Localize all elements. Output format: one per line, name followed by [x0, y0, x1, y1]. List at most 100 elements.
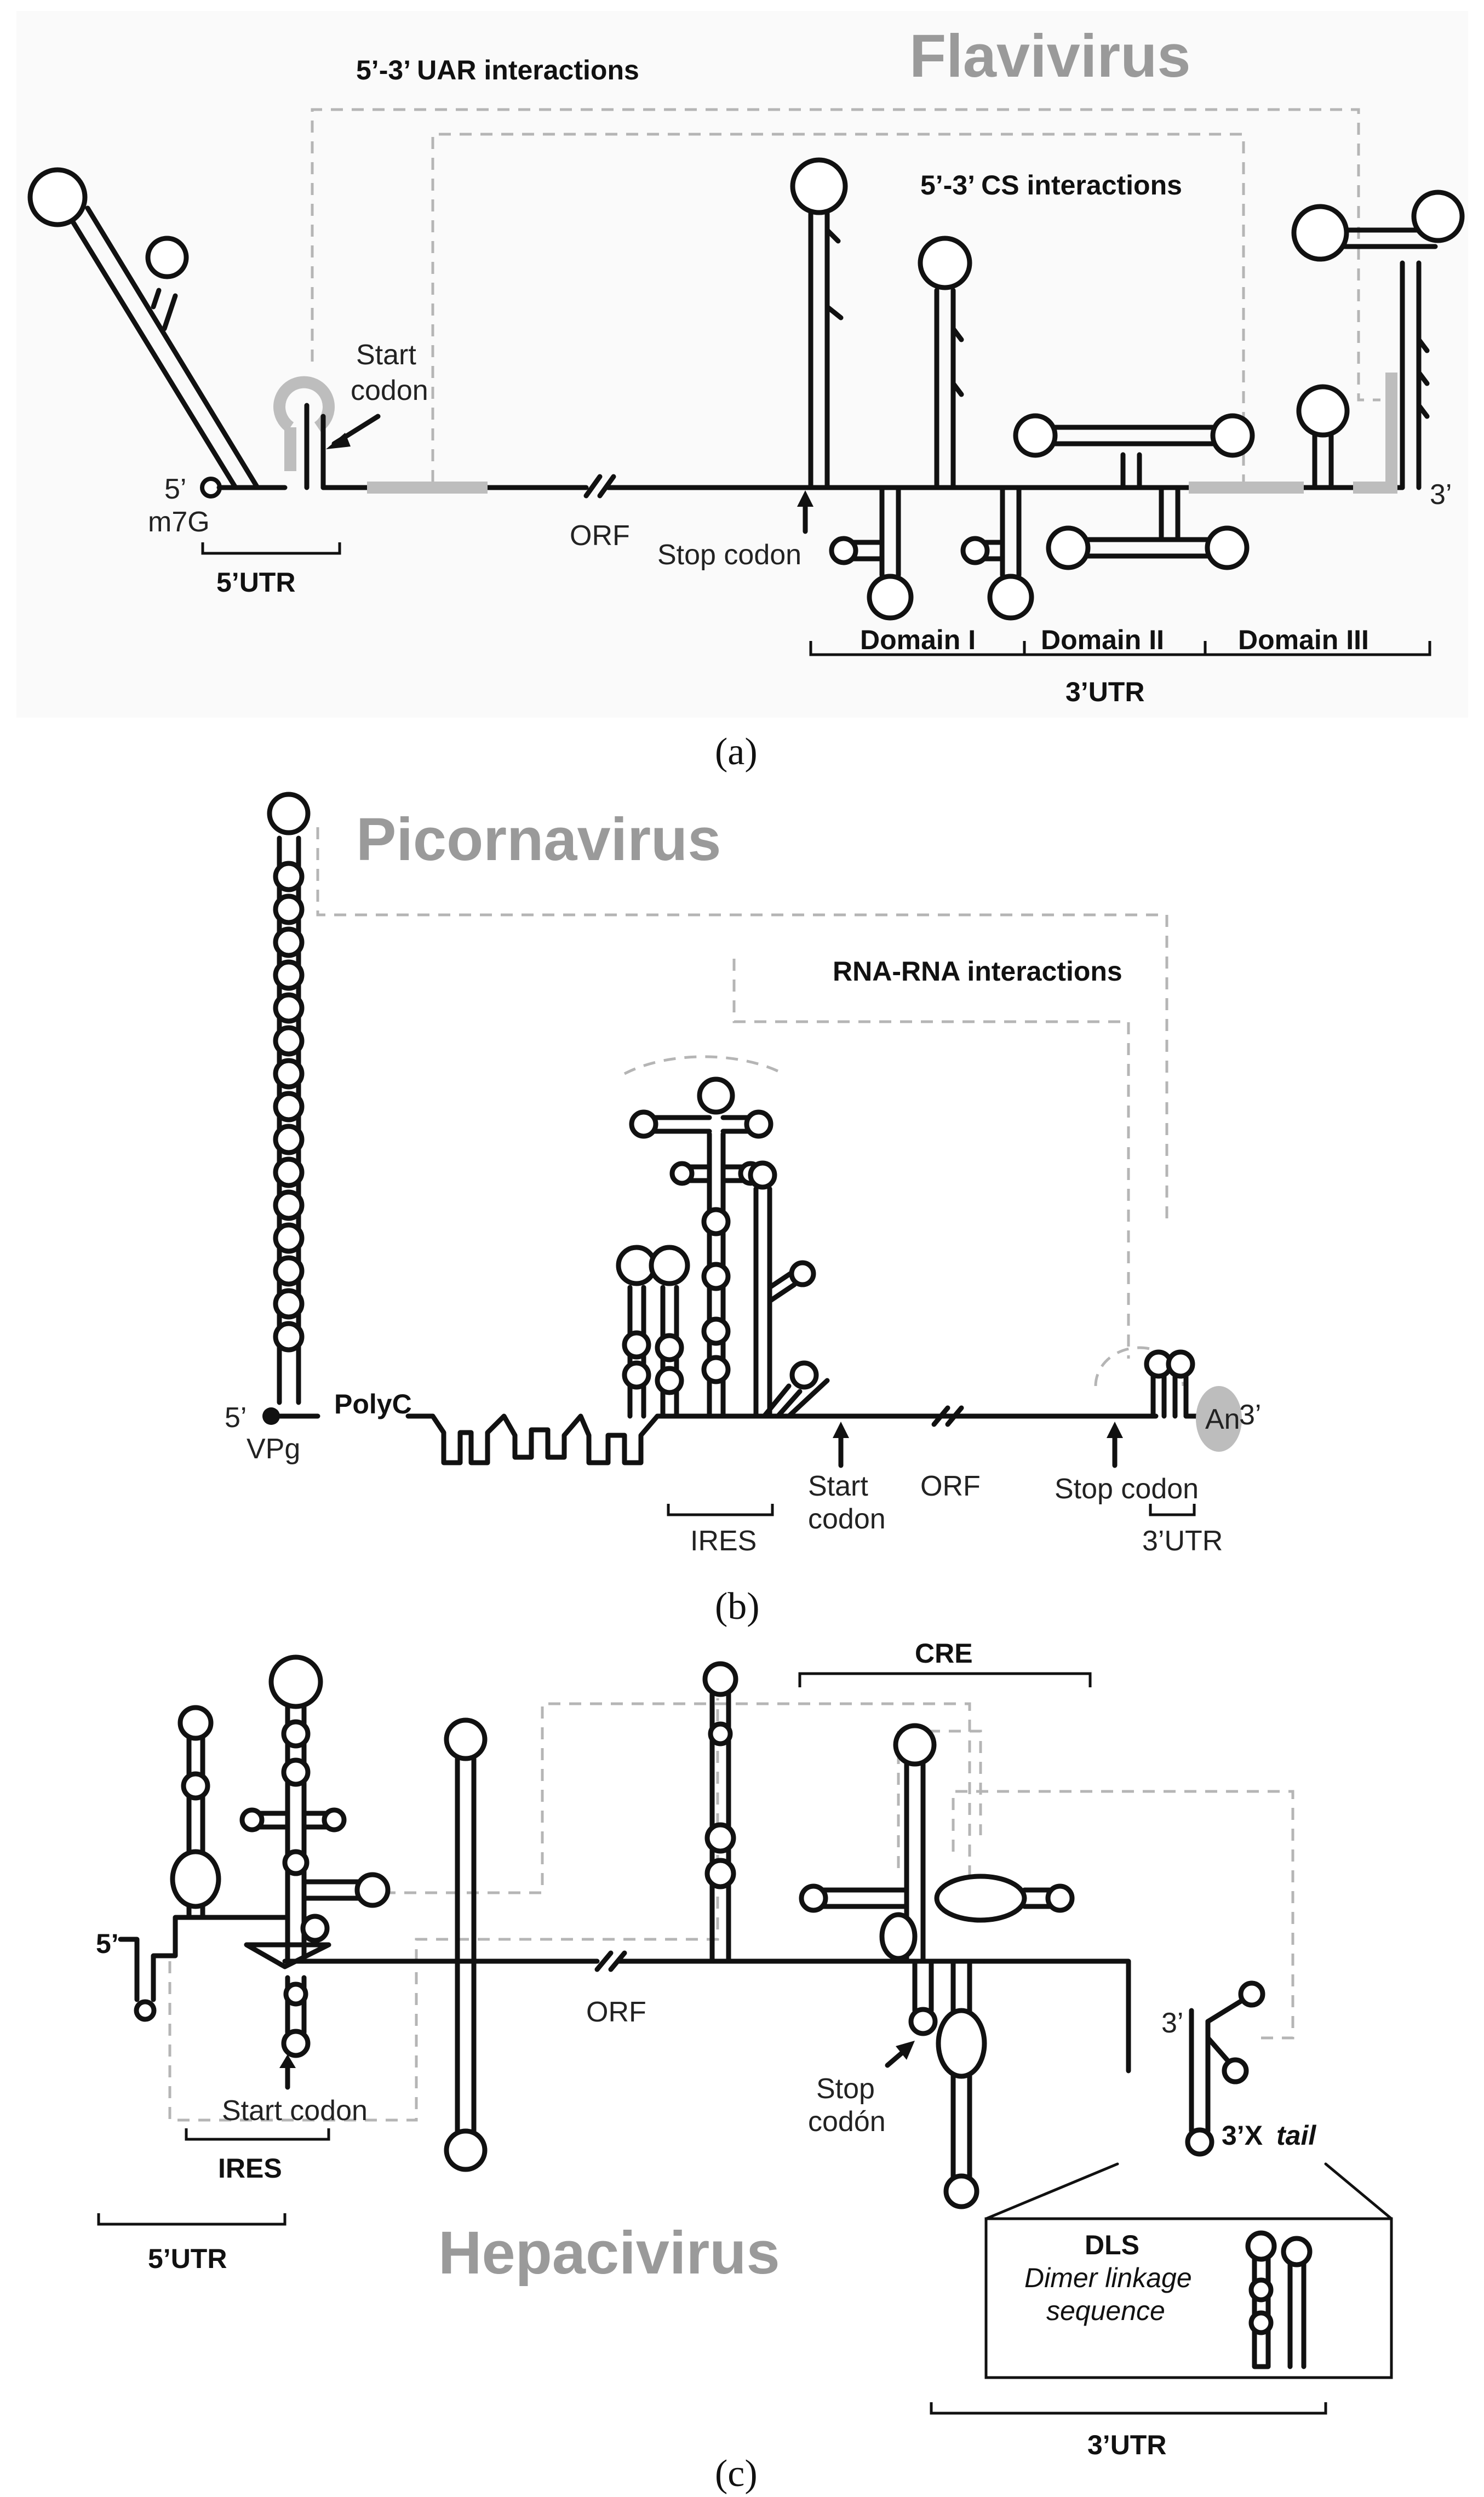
panel-a-label: (a)	[715, 731, 758, 773]
ires-small-loop	[789, 1360, 819, 1390]
domain2-dumbbell-down-bar	[1071, 537, 1224, 559]
panel-a-background	[16, 11, 1468, 718]
polyc-bulge	[273, 926, 305, 958]
x-tail-branch-loop-2	[1222, 2057, 1249, 2084]
long-range-interaction-line	[316, 827, 1168, 1222]
polyc-bulge	[273, 1025, 305, 1057]
dls-label: DLS	[1085, 2230, 1139, 2260]
vpg-label: VPg	[247, 1433, 300, 1465]
five-prime-label-b: 5’	[225, 1402, 247, 1434]
utr3-loop-2	[1166, 1349, 1195, 1379]
domain1-bulges	[824, 227, 844, 320]
interaction-line-4	[897, 1729, 982, 1868]
ires-bracket	[667, 1504, 774, 1516]
cre-right-loop	[1045, 1883, 1075, 1913]
domain3-top-right-loop	[1411, 190, 1465, 243]
ires-bulge-2a	[655, 1333, 684, 1362]
panel-c-label: (c)	[715, 2453, 758, 2495]
ires-bulge-b3	[282, 1849, 310, 1876]
polya-label: An	[1205, 1404, 1240, 1435]
uar-interactions-label: 5’-3’ UAR interactions	[356, 55, 639, 85]
ires-cross-bar-2	[685, 1164, 748, 1183]
cre-lower-bulge	[879, 1912, 918, 1961]
polyc-bulge	[273, 1124, 305, 1155]
three-utr-label: 3’UTR	[1065, 677, 1144, 707]
ires-bulge-3d	[701, 1355, 731, 1384]
domain2-bulges	[950, 326, 964, 397]
orf-label: ORF	[570, 520, 630, 552]
genome-line-c-3	[983, 1958, 1131, 2074]
ires-b-cross-right	[322, 1807, 347, 1832]
dls-stems	[1252, 2254, 1307, 2369]
ires-bulge-3a	[701, 1207, 731, 1236]
five-end-loop	[134, 1999, 157, 2022]
ires-bulge-3b	[701, 1262, 731, 1291]
stop-hairpin-loop	[908, 2007, 938, 2036]
polyc-bulge	[273, 1222, 305, 1254]
ires-cross-left	[629, 1109, 658, 1139]
cre-left-arm	[819, 1887, 909, 1909]
stop-codon-label-c2: codón	[808, 2106, 886, 2138]
domain3-small-loop	[1296, 384, 1350, 438]
picornavirus-title: Picornavirus	[356, 806, 721, 873]
ires-loop-2	[649, 1245, 690, 1286]
ires-cross-bar	[649, 1115, 753, 1134]
ires-diag	[786, 1378, 830, 1419]
dls-zoom-lines	[984, 2162, 1393, 2220]
ires-bulge-b1	[281, 1719, 311, 1749]
domain1-tall-loop	[790, 157, 848, 215]
dls-inset-box	[984, 2217, 1393, 2379]
domain2-side-loop	[960, 536, 990, 565]
flavivirus-title: Flavivirus	[909, 22, 1191, 90]
ires-bulge-a2	[170, 1849, 221, 1909]
dls-desc-1: Dimer linkage	[1024, 2263, 1192, 2293]
domain2-dumbbell-up-left	[1013, 413, 1058, 458]
ires-side-loop	[789, 1260, 816, 1287]
ires-small-branch	[761, 1383, 803, 1419]
cre-bulb	[934, 1874, 1027, 1923]
ires-pseudoknot	[244, 1942, 331, 1969]
start-codon-label-b2: codon	[808, 1503, 886, 1535]
start-codon-label-c: Start codon	[222, 2095, 368, 2127]
x-tail-italic-label: tail	[1276, 2120, 1316, 2151]
domain2-dumbbell-down-right	[1205, 525, 1250, 570]
start-codon-arrowhead	[326, 433, 351, 449]
ires-cross-right	[744, 1109, 773, 1139]
utr3-bracket-c	[930, 2402, 1327, 2415]
vpg-dot	[262, 1407, 280, 1425]
core-bottom-loop	[444, 2128, 488, 2172]
start-codon-label-2: codon	[351, 375, 428, 406]
start-codon-label-1: Start	[356, 339, 416, 371]
domain2-dumbbell-down-stem	[1159, 485, 1181, 540]
ns5b-bulge	[936, 2008, 987, 2079]
picornavirus-genome-diagram: 5’ VPg PolyC An 3’ Start codon ORF	[225, 792, 1261, 1628]
ires-b-cross	[255, 1811, 331, 1830]
cs-interaction-line	[431, 133, 1245, 482]
utr3-label-b: 3’UTR	[1142, 1525, 1223, 1557]
stop-codon-arrowhead-c	[896, 2041, 915, 2060]
ires-loop-a	[177, 1705, 214, 1741]
dls-bulge-1	[1248, 2277, 1274, 2303]
ires-label-b: IRES	[690, 1525, 757, 1557]
ires-bulge-a1	[181, 1771, 210, 1801]
utr5-bracket-c	[97, 2213, 287, 2226]
hepacivirus-genome-diagram: Start codon ORF Stop codón 3’ 3’X tail D…	[96, 1638, 1393, 2495]
cre-bulge-3	[704, 1858, 736, 1889]
dls-bulge-2	[1248, 2310, 1274, 2335]
utr3-bracket-b	[1149, 1504, 1196, 1516]
ires-bulge-1a	[622, 1330, 651, 1360]
three-prime-label-b: 3’	[1239, 1399, 1261, 1431]
uar-stem	[304, 403, 326, 490]
panel-b-label: (b)	[715, 1585, 760, 1628]
stop-codon-label-b: Stop codon	[1055, 1473, 1199, 1505]
interaction-line-2	[415, 1698, 719, 1961]
start-codon-label-b1: Start	[808, 1470, 868, 1502]
start-codon-arrowhead-c	[279, 2054, 296, 2068]
domain2-lower-loop	[987, 574, 1034, 621]
ires-bracket-c	[185, 2128, 330, 2141]
polyc-bulge	[273, 1189, 305, 1221]
ires-dashed-box	[168, 1945, 418, 2122]
interaction-line-3	[952, 1790, 1294, 2040]
cre-right-arm	[1022, 1887, 1055, 1909]
cre-bulge-1	[708, 1721, 733, 1746]
